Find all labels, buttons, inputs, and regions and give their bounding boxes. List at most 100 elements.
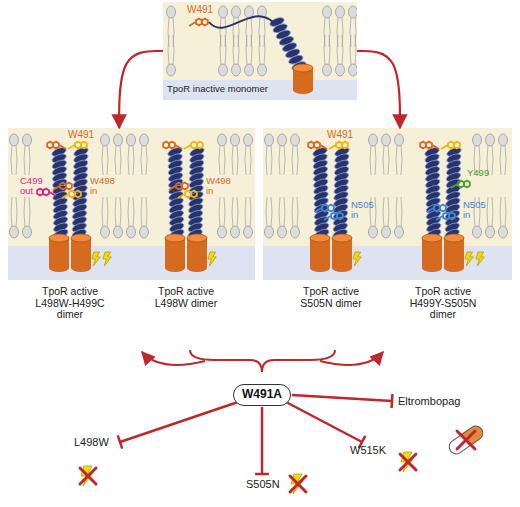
shape-part xyxy=(375,197,376,227)
transition-arrow xyxy=(357,51,400,128)
shape-part xyxy=(173,35,174,65)
shape-part xyxy=(440,205,446,212)
shape-part xyxy=(232,64,241,76)
curved-arrow xyxy=(320,352,383,365)
cytosolic-domain xyxy=(422,234,442,272)
shape-part xyxy=(284,145,285,175)
shape-part xyxy=(332,264,352,272)
membrane-band xyxy=(163,2,357,80)
shape-part xyxy=(337,35,338,65)
residue-sidechain xyxy=(427,205,446,212)
shape-part xyxy=(388,145,389,175)
shape-part xyxy=(49,264,69,272)
shape-part xyxy=(165,234,185,242)
shape-part xyxy=(259,35,260,65)
residue-sidechain xyxy=(420,142,439,149)
shape-part xyxy=(427,208,434,212)
transition-arrow xyxy=(119,51,163,128)
shape-part xyxy=(293,86,313,94)
signal-bolt xyxy=(103,252,111,266)
shape-part xyxy=(232,6,241,18)
mutation-label: W515K xyxy=(350,444,386,456)
shape-part xyxy=(310,234,330,242)
shape-part xyxy=(449,213,455,220)
shape-part xyxy=(432,145,439,149)
shape-part xyxy=(291,134,300,146)
alpha-helix xyxy=(424,146,443,246)
shape-part xyxy=(118,435,122,448)
residue-sidechain xyxy=(451,181,470,188)
shape-part xyxy=(114,134,123,146)
shape-part xyxy=(369,134,378,146)
shape-part xyxy=(49,192,56,196)
shape-part xyxy=(189,22,196,26)
shape-part xyxy=(219,64,228,76)
cytosolic-domain xyxy=(71,234,91,272)
shape-part xyxy=(505,197,506,227)
shape-part xyxy=(66,183,72,190)
shape-part xyxy=(120,145,121,175)
shape-part xyxy=(323,64,332,76)
shape-part xyxy=(115,197,116,227)
residue-label: W491 xyxy=(68,129,108,140)
shape-part xyxy=(266,145,267,175)
shape-part xyxy=(499,226,508,238)
residue-label: W498 in xyxy=(206,176,232,197)
shape-part xyxy=(290,476,306,492)
pill-icon xyxy=(446,423,485,456)
shape-part xyxy=(342,35,343,65)
shape-part xyxy=(244,226,253,238)
shape-part xyxy=(454,142,460,149)
shape-part xyxy=(422,264,442,272)
shape-part xyxy=(146,197,147,227)
residue-label: W491 xyxy=(327,129,367,140)
shape-part xyxy=(271,145,272,175)
inhibition-line xyxy=(292,394,392,408)
shape-part xyxy=(231,134,240,146)
shape-part xyxy=(168,35,169,65)
signal-bolt xyxy=(81,466,93,486)
membrane-band xyxy=(263,128,512,246)
shape-part xyxy=(328,205,334,212)
shape-part xyxy=(500,145,501,175)
inhibition-line xyxy=(118,402,238,449)
lipid-bilayer xyxy=(167,6,358,76)
shape-part xyxy=(375,145,376,175)
shape-part xyxy=(297,197,298,227)
shape-part xyxy=(464,181,470,188)
shape-part xyxy=(292,395,392,401)
shape-part xyxy=(232,197,233,227)
shape-part xyxy=(308,142,314,149)
shape-part xyxy=(320,145,327,149)
state-label: TpoR active L498W-H499C dimer xyxy=(26,286,114,321)
mutation-label: L498W xyxy=(74,436,109,448)
shape-part xyxy=(310,264,330,272)
shape-part xyxy=(187,234,207,242)
shape-part xyxy=(191,191,197,198)
shape-part xyxy=(400,454,416,470)
cytosolic-domain xyxy=(332,234,352,272)
residue-sidechain xyxy=(436,213,455,220)
dimer-panel: W491N505 inN505 inY499TpoR active S505N … xyxy=(263,128,512,348)
shape-part xyxy=(486,226,495,238)
residue-sidechain xyxy=(441,142,460,149)
signal-bolt xyxy=(353,252,361,266)
residue-sidechain xyxy=(189,19,208,26)
shape-part xyxy=(265,226,274,238)
shape-part xyxy=(187,238,207,268)
shape-part xyxy=(436,216,443,220)
cytosol-band xyxy=(163,80,357,100)
signal-bolt xyxy=(401,452,413,472)
shape-part xyxy=(114,226,123,238)
cytosol-band xyxy=(263,246,512,280)
shape-part xyxy=(395,134,404,146)
shape-part xyxy=(255,473,269,476)
shape-part xyxy=(396,145,397,175)
shape-part xyxy=(286,402,362,442)
shape-part xyxy=(202,19,208,26)
shape-part xyxy=(224,197,225,227)
residue-sidechain xyxy=(315,205,334,212)
shape-part xyxy=(388,197,389,227)
shape-part xyxy=(133,197,134,227)
